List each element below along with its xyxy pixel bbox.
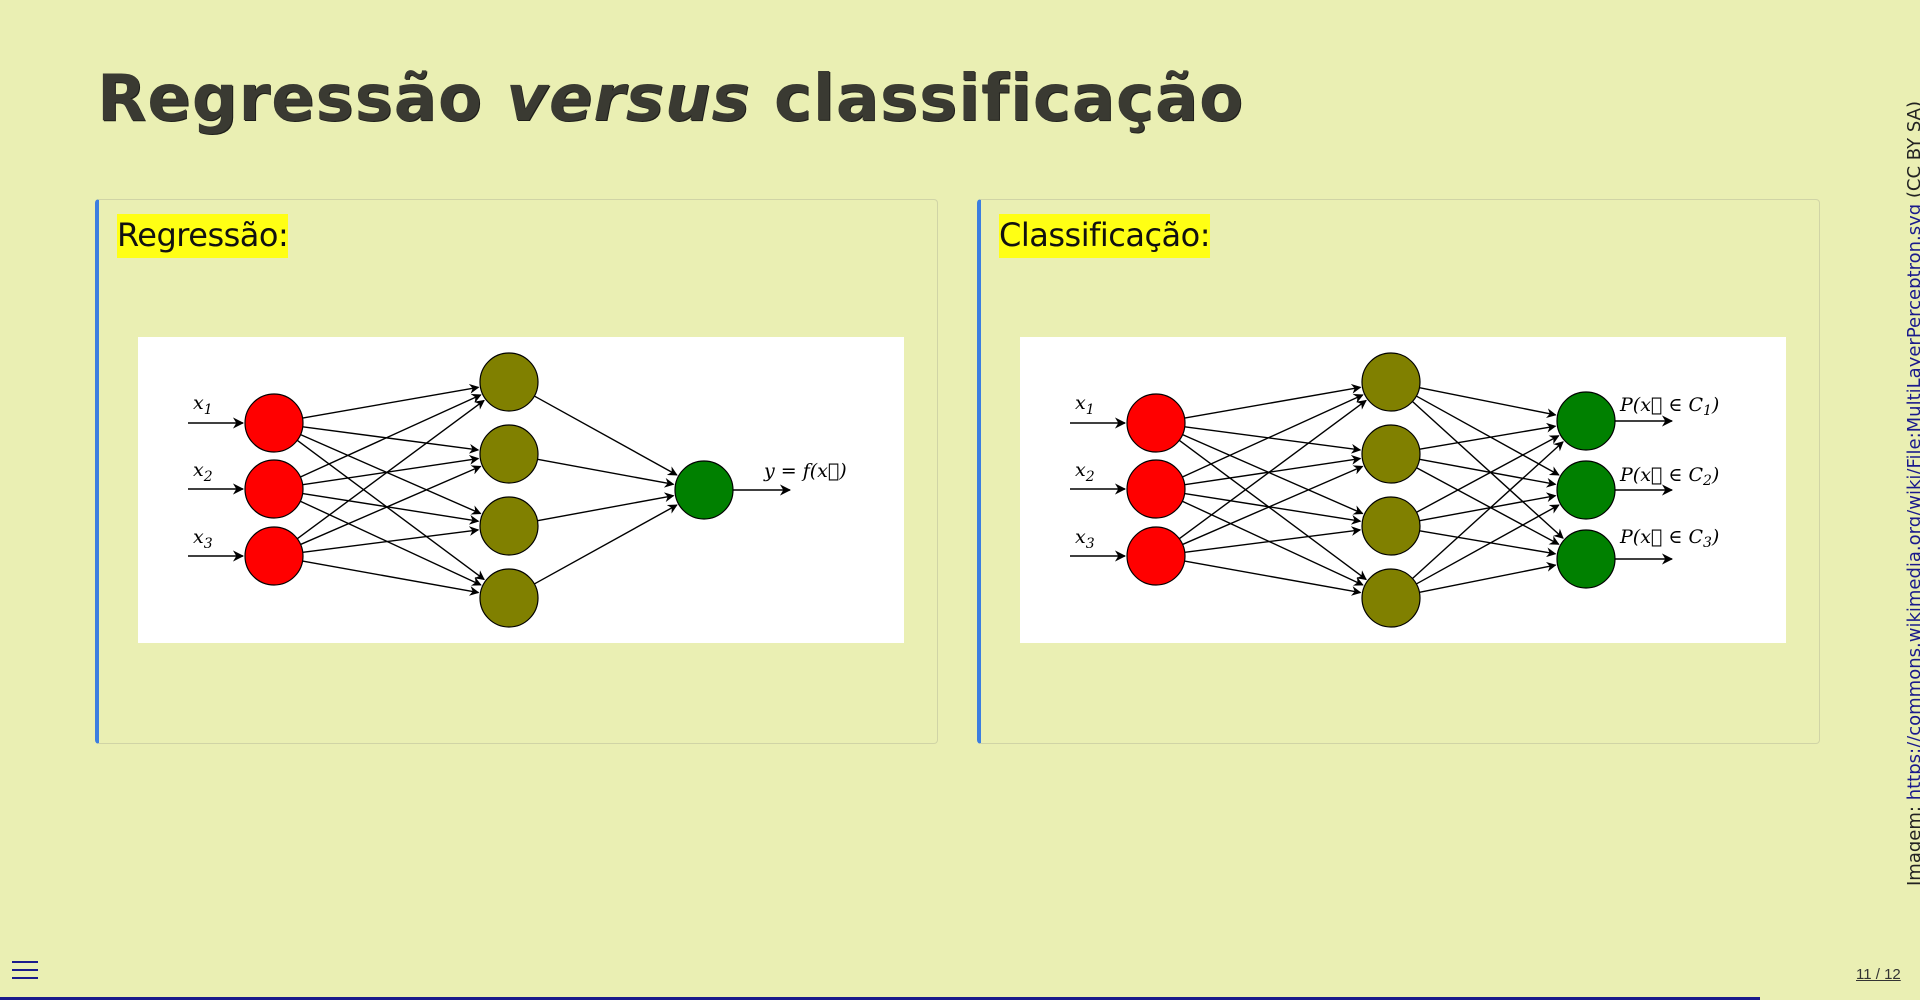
connection-arrow [302,526,480,554]
connection-arrow [534,395,678,476]
connection-arrow [1412,400,1564,539]
credit-license: (CC BY SA) [1904,101,1920,199]
connection-arrow [1412,441,1564,580]
input-node-1 [1126,393,1186,453]
connection-arrow [1419,562,1557,593]
connection-arrow [1184,426,1362,454]
title-classification: classificação [773,62,1244,136]
connection-arrow [1416,395,1560,476]
input-label-x1: x1 [1075,392,1095,418]
connection-arrow [302,560,480,596]
hidden-node-2 [1361,424,1421,484]
connection-arrow [300,434,482,515]
classification-network-diagram: x1 x2 x3 P(x⃗ ∈ C1) P(x⃗ ∈ C2) P(x⃗ ∈ C3… [1070,352,1719,628]
hidden-node-3 [1361,496,1421,556]
output-label-p-c2: P(x⃗ ∈ C2) [1619,464,1719,489]
connection-arrow [1419,387,1557,418]
connection-arrow [1416,504,1560,585]
connection-arrow [1178,399,1367,540]
regression-network-diagram: x1 x2 x3 y = f(x⃗) [188,352,847,628]
connection-arrow [300,465,482,546]
connection-arrow [1419,492,1557,522]
progress-bar [0,997,1761,1000]
output-label-p-c1: P(x⃗ ∈ C1) [1619,394,1719,419]
input-label-x1: x1 [193,392,213,418]
connection-arrow [1182,465,1364,546]
regression-label: Regressão: [117,214,289,258]
classification-label: Classificação: [999,214,1211,258]
connection-arrow [296,399,485,540]
connection-arrow [1419,422,1557,450]
input-node-2 [1126,459,1186,519]
connection-arrow [1184,492,1362,525]
connection-arrow [537,458,675,488]
input-node-1 [244,393,304,453]
input-label-x2: x2 [193,459,213,485]
classification-panel: Classificação: x1 x2 x3 P(x⃗ ∈ C1) P(x⃗ … [977,199,1820,744]
menu-icon[interactable] [12,961,38,985]
input-node-3 [1126,526,1186,586]
connection-arrow [537,492,675,522]
hidden-node-4 [479,568,539,628]
input-node-2 [244,459,304,519]
connection-arrow [1182,394,1364,478]
hidden-node-1 [479,352,539,412]
connection-arrow [1416,435,1560,513]
input-label-x3: x3 [193,526,213,552]
hidden-node-2 [479,424,539,484]
input-label-x3: x3 [1075,526,1095,552]
title-versus: versus [506,62,751,136]
connection-arrow [1184,560,1362,596]
connection-arrow [1182,500,1364,586]
connection-arrow [300,394,482,478]
connection-arrow [302,426,480,454]
connection-arrow [1184,455,1362,486]
regression-panel: Regressão: x1 x2 x3 y = f(x⃗) [95,199,938,744]
output-node-1 [1556,391,1616,451]
title-regression: Regressão [97,62,483,136]
input-label-x2: x2 [1075,459,1095,485]
connection-arrow [302,455,480,486]
credit-prefix: Imagem: [1904,806,1920,886]
slide-number[interactable]: 11 / 12 [1856,966,1901,983]
classification-network-figure: x1 x2 x3 P(x⃗ ∈ C1) P(x⃗ ∈ C2) P(x⃗ ∈ C3… [1020,337,1786,643]
output-label-y: y = f(x⃗) [763,460,847,482]
connection-arrow [1416,467,1560,545]
hidden-node-3 [479,496,539,556]
input-node-3 [244,526,304,586]
connection-arrow [534,504,678,585]
regression-network-figure: x1 x2 x3 y = f(x⃗) [138,337,904,643]
image-credit: Imagem: https://commons.wikimedia.org/wi… [1904,101,1920,886]
output-node-1 [674,460,734,520]
hidden-node-1 [1361,352,1421,412]
connection-arrow [1184,384,1362,419]
credit-link[interactable]: https://commons.wikimedia.org/wiki/File:… [1904,203,1920,801]
output-label-p-c3: P(x⃗ ∈ C3) [1619,526,1719,551]
connection-arrow [1184,526,1362,554]
connection-arrow [1182,434,1364,515]
connection-arrow [300,500,482,586]
connection-arrow [1419,458,1557,488]
output-node-3 [1556,529,1616,589]
hidden-node-4 [1361,568,1421,628]
page-title: Regressão versus classificação [97,62,1244,136]
output-node-2 [1556,460,1616,520]
connection-arrow [302,384,480,419]
connection-arrow [302,492,480,525]
connection-arrow [1419,530,1557,558]
